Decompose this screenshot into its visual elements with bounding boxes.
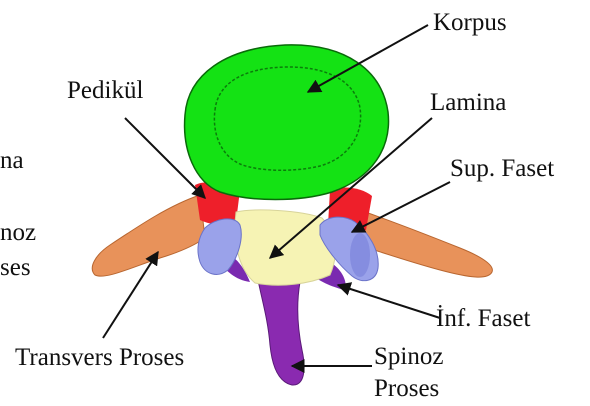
korpus-shape [185, 45, 389, 200]
transvers-proses-left [92, 195, 205, 276]
sup-faset-right-inner [350, 233, 370, 277]
lamina-shape [235, 210, 335, 285]
label-inf-faset: İnf. Faset [436, 306, 530, 331]
label-sup-faset: Sup. Faset [450, 156, 554, 181]
arrow-inf-faset [338, 285, 440, 318]
label-pedikul: Pedikül [67, 78, 143, 103]
label-left-clip-3: ses [0, 255, 31, 280]
label-lamina: Lamina [430, 90, 506, 115]
label-korpus: Korpus [433, 10, 507, 35]
label-left-clip-1: na [0, 148, 24, 173]
label-left-clip-2: noz [0, 220, 36, 245]
spinoz-proses [258, 280, 304, 385]
label-transvers-proses: Transvers Proses [15, 345, 184, 370]
label-spinoz-line1: Spinoz [374, 344, 443, 369]
label-spinoz-line2: Proses [374, 376, 439, 401]
